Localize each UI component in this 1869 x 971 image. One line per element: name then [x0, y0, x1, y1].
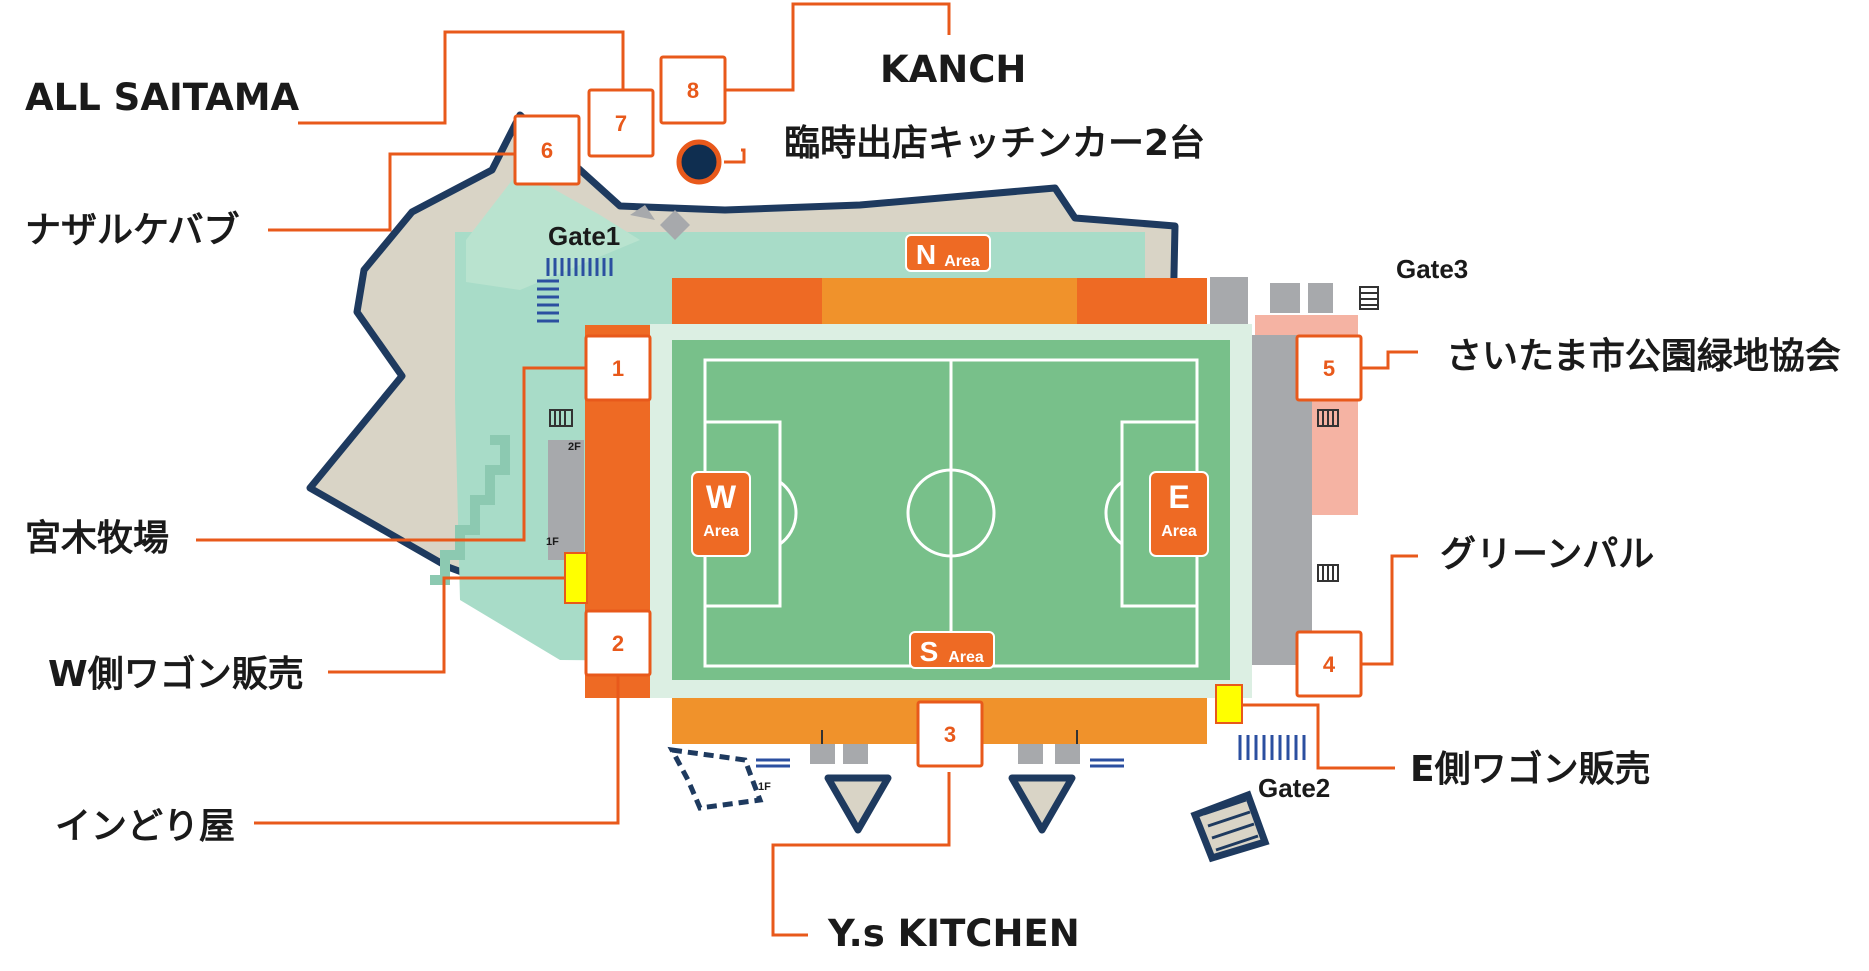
south-block-3	[1018, 742, 1043, 764]
svg-text:S: S	[920, 636, 939, 667]
stripes	[537, 258, 1306, 768]
north-block-1	[1210, 277, 1248, 327]
leader-lines	[196, 2, 1418, 937]
area-badge-east: E Area	[1149, 471, 1209, 557]
svg-text:4: 4	[1323, 652, 1336, 677]
floor-label-1f-south: 1F	[758, 781, 771, 793]
marker-5: 5	[1295, 334, 1363, 402]
gate1-plaza	[466, 170, 640, 290]
south-triangle-2	[1008, 774, 1076, 834]
west-building	[548, 440, 584, 560]
marker-8: 8	[659, 55, 727, 125]
gate1-roof-2	[630, 205, 655, 220]
svg-text:7: 7	[615, 111, 627, 136]
svg-text:5: 5	[1323, 356, 1335, 381]
gate1-roof	[660, 210, 690, 240]
label-indoriya: インどり屋	[55, 806, 235, 847]
label-w-wagon: W側ワゴン販売	[48, 653, 304, 695]
marker-4: 4	[1295, 630, 1363, 698]
north-stand-center	[822, 278, 1077, 324]
south-stand-dividers	[821, 730, 1078, 744]
svg-text:Area: Area	[944, 253, 980, 270]
kitchen-car-dot	[676, 139, 722, 185]
svg-text:2: 2	[612, 631, 624, 656]
area-badge-west: W Area	[691, 471, 751, 557]
north-block-3	[1308, 283, 1333, 313]
area-badge-south: S Area	[909, 631, 995, 669]
svg-text:Area: Area	[703, 523, 739, 540]
marker-7: 7	[587, 88, 655, 158]
north-stand-right	[1077, 278, 1207, 324]
svg-text:E: E	[1168, 479, 1189, 515]
north-block-2	[1270, 283, 1300, 313]
marker-3: 3	[916, 700, 984, 768]
south-block-2	[843, 742, 868, 764]
gate1-label: Gate1	[548, 221, 620, 251]
svg-text:3: 3	[944, 722, 956, 747]
gate3-label: Gate3	[1396, 254, 1468, 284]
label-saitama-park: さいたま市公園緑地協会	[1446, 336, 1841, 377]
marker-6: 6	[513, 114, 581, 186]
svg-text:Area: Area	[948, 649, 984, 666]
svg-text:Area: Area	[1161, 523, 1197, 540]
south-block-1	[810, 742, 835, 764]
label-miyaki: 宮木牧場	[25, 518, 169, 559]
west-staircase	[430, 435, 510, 585]
gate2-stairs-steps	[1203, 798, 1259, 852]
label-kanch: KANCH	[880, 48, 1026, 91]
label-nazar-kebab: ナザルケバブ	[25, 209, 240, 251]
label-ys-kitchen: Y.s KITCHEN	[827, 912, 1080, 955]
marker-1: 1	[584, 334, 652, 402]
svg-text:1: 1	[612, 356, 624, 381]
floor-label-1f: 1F	[546, 536, 559, 548]
w-wagon-marker	[564, 552, 588, 604]
area-badge-north: N Area	[905, 234, 991, 272]
south-block-4	[1055, 742, 1080, 764]
label-kitchen-cars: 臨時出店キッチンカー2台	[784, 123, 1205, 164]
svg-text:W: W	[706, 479, 737, 515]
label-green-pal: グリーンパル	[1440, 534, 1654, 575]
floor-label-2f: 2F	[568, 441, 581, 453]
south-dashed-zone	[667, 746, 764, 811]
gate2-label: Gate2	[1258, 773, 1330, 803]
svg-text:8: 8	[687, 78, 699, 103]
grilles	[549, 286, 1379, 582]
svg-text:N: N	[916, 239, 936, 270]
south-triangle-1	[824, 774, 892, 834]
label-all-saitama: ALL SAITAMA	[25, 76, 300, 119]
e-wagon-marker	[1215, 684, 1243, 724]
label-e-wagon: E側ワゴン販売	[1410, 748, 1651, 790]
marker-2: 2	[584, 609, 652, 677]
north-stand-left	[672, 278, 822, 324]
svg-text:6: 6	[541, 138, 553, 163]
